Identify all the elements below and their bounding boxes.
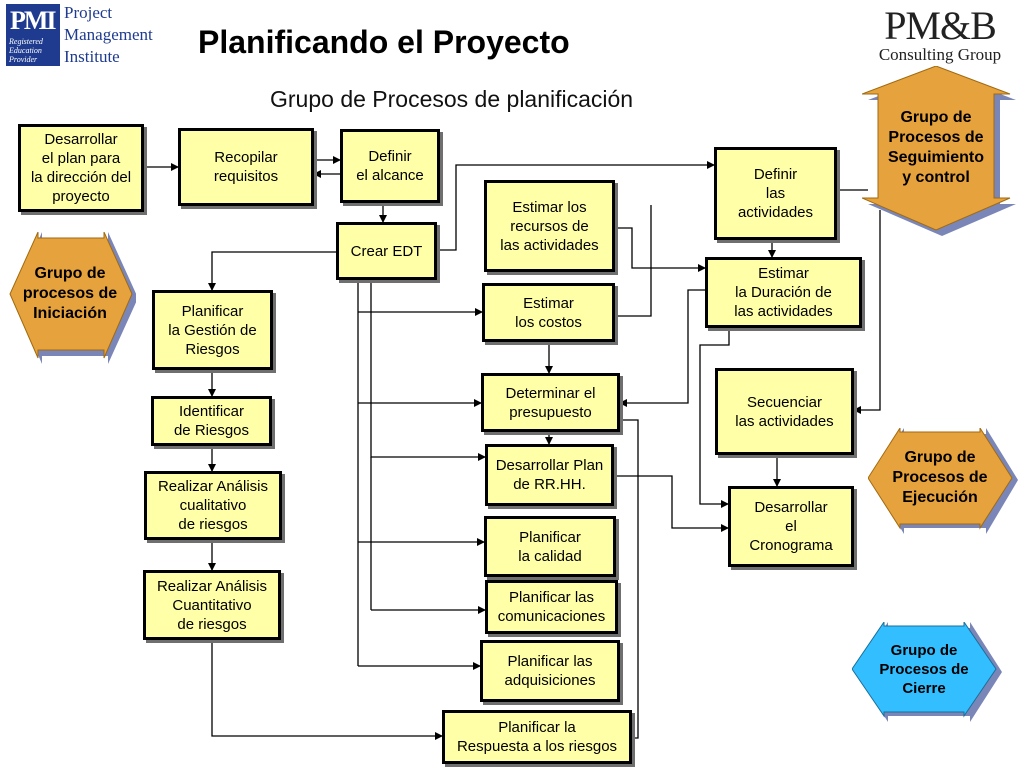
box-planificar-riesgos[interactable]: Planificar la Gestión de Riesgos xyxy=(152,290,273,370)
pmb-logo-caption: Consulting Group xyxy=(878,45,1002,64)
box-analisis-cualitativo[interactable]: Realizar Análisis cualitativo de riesgos xyxy=(144,471,282,540)
box-planificar-respuesta[interactable]: Planificar la Respuesta a los riesgos xyxy=(442,710,632,764)
group-iniciacion[interactable]: Grupo de procesos de Iniciación xyxy=(8,232,136,364)
group-ejecucion-label: Grupo de Procesos de Ejecución xyxy=(892,449,988,506)
box-determinar-presupuesto[interactable]: Determinar el presupuesto xyxy=(481,373,620,432)
pmi-emblem-caption-1: Registered xyxy=(9,37,43,46)
box-desarrollar-plan[interactable]: Desarrollar el plan para la dirección de… xyxy=(18,124,144,212)
group-seguimiento-label: Grupo de Procesos de Seguimiento y contr… xyxy=(887,109,984,186)
group-seguimiento[interactable]: Grupo de Procesos de Seguimiento y contr… xyxy=(862,66,1018,236)
page-subtitle: Grupo de Procesos de planificación xyxy=(270,86,634,112)
page-title: Planificando el Proyecto xyxy=(198,24,570,60)
pmi-emblem: PMI Registered Education Provider xyxy=(6,4,60,66)
box-secuenciar-actividades[interactable]: Secuenciar las actividades xyxy=(715,368,854,455)
double-arrow-icon xyxy=(868,428,1018,534)
pmb-logo: PM&B Consulting Group xyxy=(860,6,1020,72)
box-planificar-calidad[interactable]: Planificar la calidad xyxy=(484,516,616,577)
pmi-logo: PMI Registered Education Provider Projec… xyxy=(4,2,154,70)
box-analisis-cuantitativo[interactable]: Realizar Análisis Cuantitativo de riesgo… xyxy=(143,570,281,640)
group-iniciacion-label: Grupo de procesos de Iniciación xyxy=(22,265,118,322)
box-definir-alcance[interactable]: Definir el alcance xyxy=(340,129,440,203)
box-desarrollar-cronograma[interactable]: Desarrollar el Cronograma xyxy=(728,486,854,567)
double-arrow-vertical-icon xyxy=(862,66,1016,236)
double-arrow-icon xyxy=(852,622,1002,722)
pmi-emblem-text: PMI xyxy=(10,6,57,35)
pmi-name-line-3: Institute xyxy=(64,47,120,66)
box-planificar-comunicaciones[interactable]: Planificar las comunicaciones xyxy=(485,580,618,634)
box-estimar-recursos[interactable]: Estimar los recursos de las actividades xyxy=(484,180,615,272)
box-estimar-costos[interactable]: Estimar los costos xyxy=(482,283,615,342)
group-ejecucion[interactable]: Grupo de Procesos de Ejecución xyxy=(868,428,1018,534)
group-cierre[interactable]: Grupo de Procesos de Cierre xyxy=(852,622,1002,722)
double-arrow-icon xyxy=(9,232,136,364)
box-recopilar-requisitos[interactable]: Recopilar requisitos xyxy=(178,128,314,206)
box-definir-actividades[interactable]: Definir las actividades xyxy=(714,147,837,240)
pmi-emblem-caption-2: Education xyxy=(9,46,42,55)
box-planificar-adquisiciones[interactable]: Planificar las adquisiciones xyxy=(480,640,620,702)
box-identificar-riesgos[interactable]: Identificar de Riesgos xyxy=(151,396,272,446)
box-estimar-duracion[interactable]: Estimar la Duración de las actividades xyxy=(705,257,862,328)
pmi-emblem-caption-3: Provider xyxy=(9,55,38,64)
pmi-name-line-1: Project xyxy=(64,3,113,22)
group-cierre-label: Grupo de Procesos de Cierre xyxy=(879,641,969,697)
box-desarrollar-rrhh[interactable]: Desarrollar Plan de RR.HH. xyxy=(485,444,614,506)
box-crear-edt[interactable]: Crear EDT xyxy=(336,222,437,280)
pmi-name-line-2: Management xyxy=(64,25,153,44)
pmi-name: Project Management Institute xyxy=(64,2,153,68)
pmb-logo-name: PM&B xyxy=(884,3,997,48)
